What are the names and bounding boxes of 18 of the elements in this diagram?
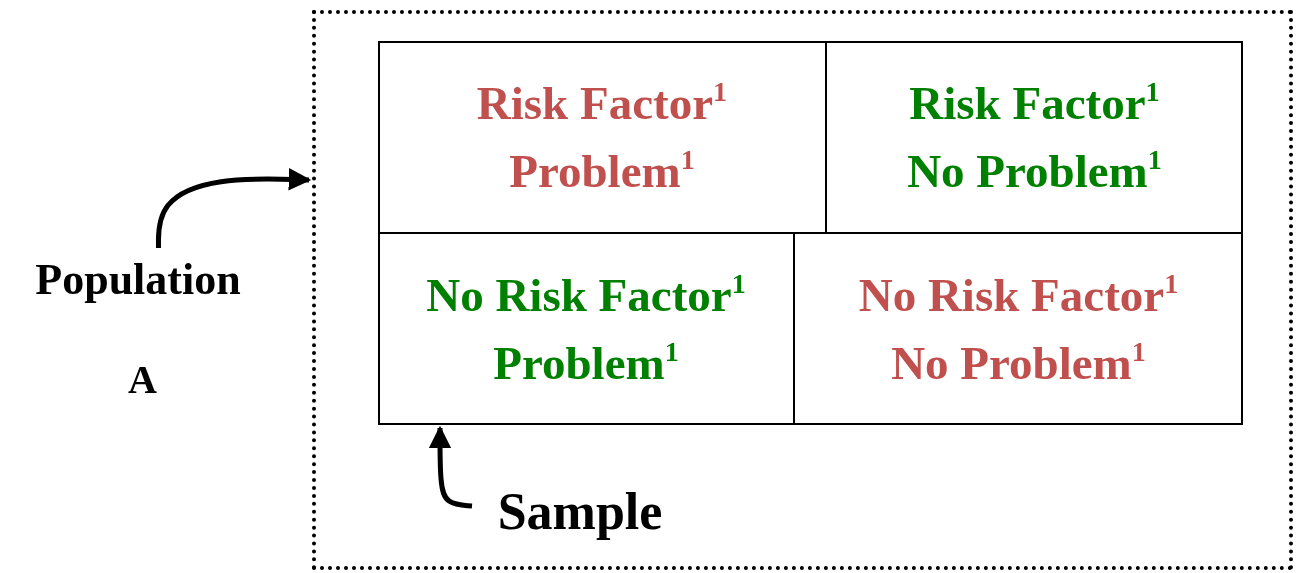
sample-grid [378, 41, 1243, 425]
arrow [156, 168, 312, 248]
cell-text: No Risk Factor$^{1}$ [426, 266, 746, 323]
cell-text: No Problem$^{1}$ [907, 142, 1162, 199]
table-cell [378, 233, 794, 425]
cell-text: Problem$^{1}$ [493, 334, 679, 391]
cell-text: Risk Factor$^{1}$ [909, 74, 1160, 131]
table-cell [826, 41, 1243, 233]
diagram-label: Population [35, 253, 241, 305]
cell-text: Risk Factor$^{1}$ [476, 74, 728, 131]
cell-text: No Risk Factor$^{1}$ [858, 266, 1179, 323]
table-cell [794, 233, 1243, 425]
population-frame [312, 10, 1293, 570]
table-cell [378, 41, 826, 233]
cell-text: Problem$^{1}$ [509, 142, 695, 199]
panel-letter: A [128, 356, 157, 403]
diagram-label: Sample [497, 481, 663, 541]
cell-text: No Problem$^{1}$ [891, 334, 1146, 391]
